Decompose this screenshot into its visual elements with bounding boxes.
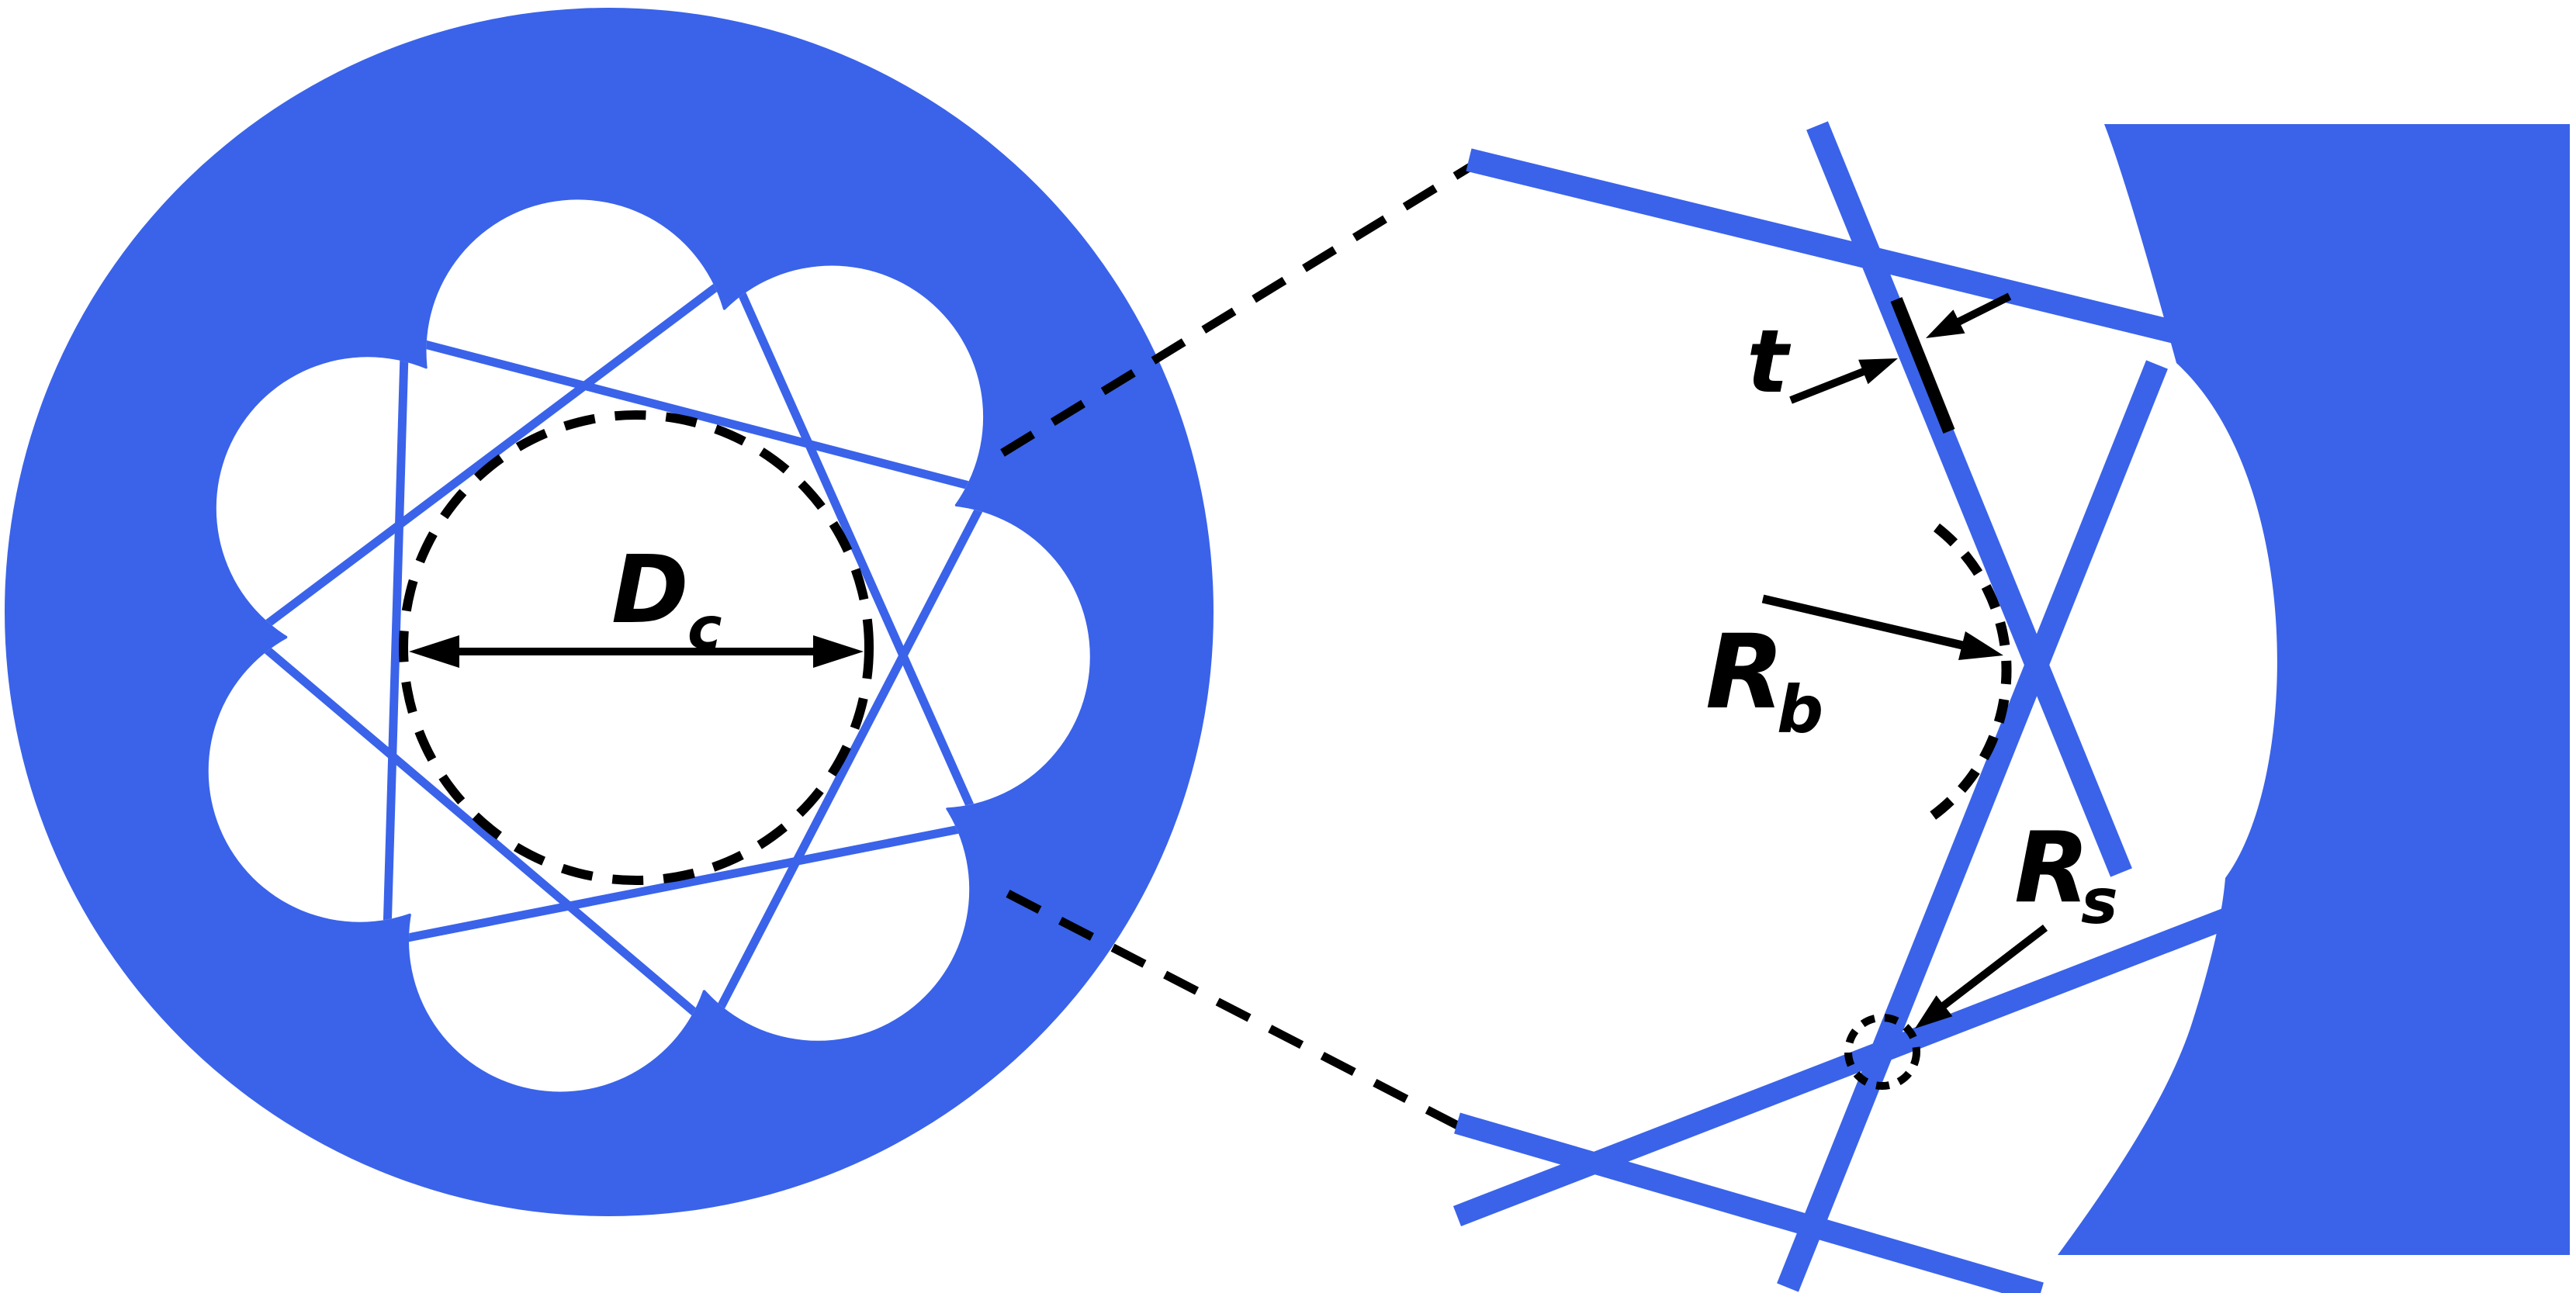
thickness-label: t [1747, 312, 1791, 413]
bend-radius-dashed-arc [1923, 523, 2012, 825]
tube-lobe [208, 619, 511, 922]
membrane-chords [208, 215, 1051, 1084]
tube-lobe [680, 265, 984, 569]
tube-lobe [216, 357, 519, 660]
arrowhead [1858, 358, 1898, 385]
magnifier-connector-bottom [1006, 890, 1477, 1138]
membrane-chord [208, 233, 787, 678]
tube-lobe [426, 199, 729, 503]
core-boundary-dashed-circle [399, 410, 874, 885]
arrowhead [1915, 995, 1953, 1029]
membrane-chord [324, 809, 1042, 959]
arrowhead [1926, 309, 1965, 338]
arrowhead-right [813, 635, 864, 668]
membrane-shallow-top [1466, 148, 2216, 353]
core-diameter-arrow [409, 635, 864, 668]
magnified-cladding-mass [2058, 124, 2570, 1255]
membrane-steep-left [1806, 121, 2132, 877]
tube-lobe [667, 738, 970, 1041]
membrane-steep-right [1777, 360, 2168, 1292]
arrowhead-left [409, 635, 459, 668]
strut-radius-label: Rs [2014, 811, 2118, 938]
bend-radius-arrow [1761, 594, 2003, 660]
core-diameter-label: Dc [611, 537, 722, 662]
arrowhead [1958, 631, 2003, 660]
arrow-shaft [1761, 594, 1971, 652]
bend-radius-label: Rb [1705, 613, 1823, 748]
membrane-lobe-edge [1454, 1112, 2044, 1293]
membrane-chord [342, 319, 1051, 511]
arrow-shaft [1789, 365, 1873, 404]
tube-lobe [409, 789, 712, 1092]
membrane-chord [208, 592, 762, 1070]
fiber-cross-section-panel: Dc [5, 8, 1214, 1216]
arrow-shaft [1929, 925, 2048, 1018]
magnified-view-panel: t Rb Rs [1452, 121, 2570, 1293]
membrane-chord [380, 275, 411, 1005]
magnifier-connector-top [1000, 161, 1477, 457]
strut-radius-dashed-circle [1844, 1014, 1920, 1090]
strut-radius-arrow [1915, 925, 2048, 1029]
magnifier-connectors [1000, 161, 1477, 1138]
membrane-chord [703, 215, 1009, 885]
membrane-chord [677, 433, 1022, 1084]
thickness-marker-segment [1890, 297, 1955, 434]
magnified-membranes [1452, 121, 2239, 1293]
thickness-arrows [1789, 292, 2012, 404]
